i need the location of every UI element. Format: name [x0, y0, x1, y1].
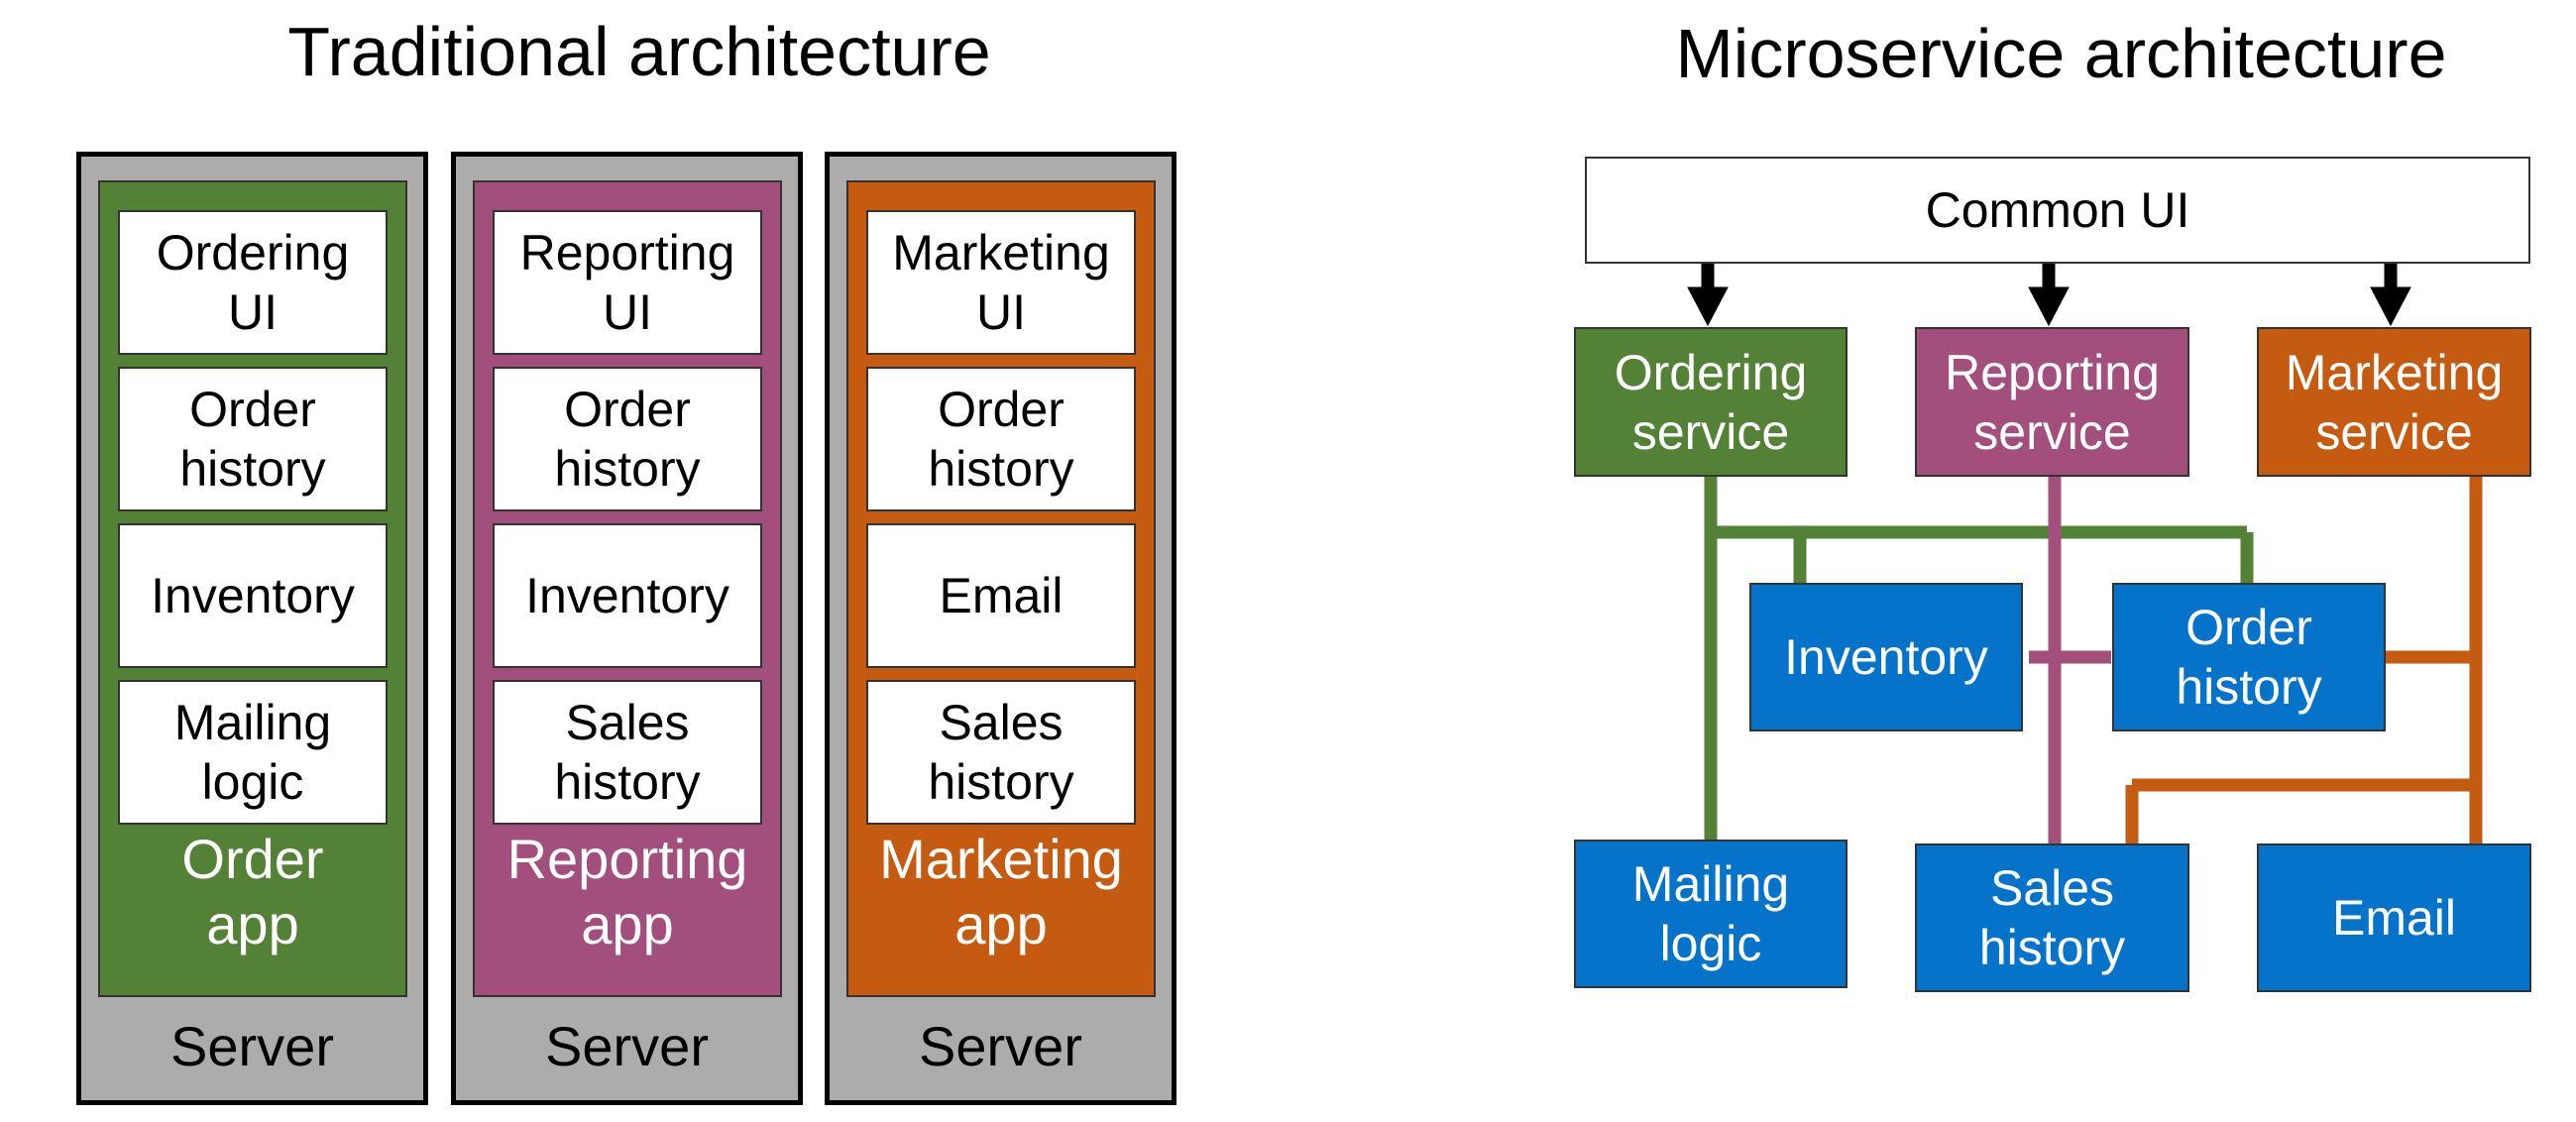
reporting-service: Reporting service [1915, 327, 2189, 477]
module-order-history: Order history [493, 367, 762, 511]
reporting-links [2029, 476, 2111, 844]
marketing-service: Marketing service [2257, 327, 2531, 477]
arrow-head-marketing [2370, 286, 2411, 327]
arrow-head-reporting [2028, 286, 2070, 327]
ordering-service: Ordering service [1574, 327, 1848, 477]
server-order: Ordering UI Order history Inventory Mail… [76, 152, 428, 1105]
module-ordering-ui: Ordering UI [118, 210, 388, 355]
module-reporting-ui: Reporting UI [493, 210, 762, 355]
inventory-module: Inventory [1749, 583, 2023, 731]
traditional-architecture-title: Traditional architecture [287, 13, 991, 90]
module-order-history: Order history [866, 367, 1136, 511]
common-ui-box: Common UI [1585, 157, 2530, 264]
module-sales-history: Sales history [866, 680, 1136, 825]
sales-history-module: Sales history [1915, 843, 2189, 992]
email-module: Email [2257, 843, 2531, 992]
module-email: Email [866, 523, 1136, 668]
order-app-label: Order app [181, 828, 324, 955]
marketing-app: Marketing UI Order history Email Sales h… [846, 180, 1156, 997]
reporting-app-label: Reporting app [506, 828, 748, 955]
module-order-history: Order history [118, 367, 388, 511]
order-app: Ordering UI Order history Inventory Mail… [98, 180, 407, 997]
microservice-architecture-title: Microservice architecture [1675, 15, 2447, 92]
reporting-app: Reporting UI Order history Inventory Sal… [473, 180, 782, 997]
module-inventory: Inventory [493, 523, 762, 668]
order-history-module: Order history [2112, 583, 2386, 731]
arrows [1687, 263, 2411, 327]
server-label: Server [545, 1015, 709, 1077]
marketing-app-label: Marketing app [879, 828, 1123, 955]
server-label: Server [170, 1015, 334, 1077]
server-marketing: Marketing UI Order history Email Sales h… [825, 152, 1176, 1105]
arrow-head-ordering [1687, 286, 1729, 327]
marketing-links [2125, 476, 2483, 844]
module-sales-history: Sales history [493, 680, 762, 825]
server-label: Server [919, 1015, 1082, 1077]
module-mailing-logic: Mailing logic [118, 680, 388, 825]
ordering-links [1704, 476, 2254, 844]
server-reporting: Reporting UI Order history Inventory Sal… [451, 152, 803, 1105]
module-marketing-ui: Marketing UI [866, 210, 1136, 355]
module-inventory: Inventory [118, 523, 388, 668]
mailing-logic-module: Mailing logic [1574, 840, 1848, 988]
